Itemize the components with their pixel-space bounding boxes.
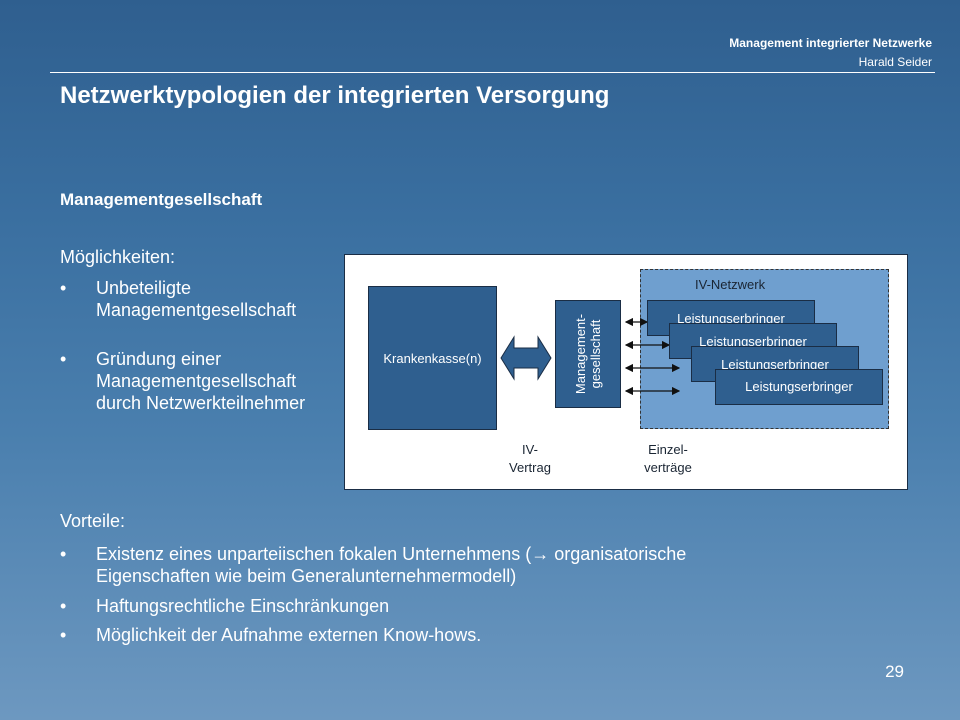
diagram-panel: IV-Netzwerk Krankenkasse(n) Management- … — [344, 254, 908, 490]
einzelvertraege-line: Einzel- — [648, 442, 688, 457]
krankenkasse-box: Krankenkasse(n) — [368, 286, 497, 430]
double-arrow-iv-vertrag — [500, 335, 552, 381]
iv-vertrag-caption: IV- Vertrag — [495, 441, 565, 477]
bullet-dot: • — [60, 278, 67, 298]
bullet-text-line: Möglichkeit der Aufnahme externen Know-h… — [96, 625, 482, 645]
krankenkasse-label: Krankenkasse(n) — [383, 350, 482, 366]
bullet-dot: • — [60, 625, 67, 645]
header-divider — [50, 72, 935, 73]
bullet-text-line: durch Netzwerkteilnehmer — [96, 393, 306, 413]
iv-vertrag-line: Vertrag — [509, 460, 551, 475]
bullet-text-line: Eigenschaften wie beim Generalunternehme… — [96, 566, 517, 586]
bullet-dot: • — [60, 596, 67, 616]
page-number: 29 — [885, 662, 904, 681]
managementgesellschaft-label: Management- gesellschaft — [573, 314, 603, 394]
einzelvertraege-line: verträge — [644, 460, 692, 475]
einzelvertraege-caption: Einzel- verträge — [631, 441, 705, 477]
bullet-text-line: Gründung einer — [96, 349, 222, 369]
iv-vertrag-line: IV- — [522, 442, 538, 457]
bullet-dot: • — [60, 349, 67, 369]
leistungserbringer-box: Leistungserbringer — [715, 369, 883, 405]
header-author: Harald Seider — [858, 55, 932, 69]
managementgesellschaft-line: gesellschaft — [588, 319, 603, 389]
managementgesellschaft-box: Management- gesellschaft — [555, 300, 621, 408]
bullet-text-line: Managementgesellschaft — [96, 300, 297, 320]
bullet-text-line: Haftungsrechtliche Einschränkungen — [96, 596, 390, 616]
bullet-text-line: Unbeteiligte — [96, 278, 192, 298]
bullet-text-line: Existenz eines unparteiischen fokalen Un… — [96, 544, 687, 564]
slide-title: Netzwerktypologien der integrierten Vers… — [60, 82, 610, 109]
bullet-dot: • — [60, 544, 67, 564]
iv-network-label: IV-Netzwerk — [695, 277, 766, 292]
bullet-text-line: Managementgesellschaft — [96, 371, 297, 391]
contract-arrows — [624, 317, 681, 396]
slide-subtitle: Managementgesellschaft — [60, 190, 263, 209]
vorteile-heading: Vorteile: — [60, 511, 126, 531]
moeglichkeiten-heading: Möglichkeiten: — [60, 247, 176, 267]
managementgesellschaft-line: Management- — [573, 313, 588, 395]
header-title: Management integrierter Netzwerke — [729, 36, 932, 50]
